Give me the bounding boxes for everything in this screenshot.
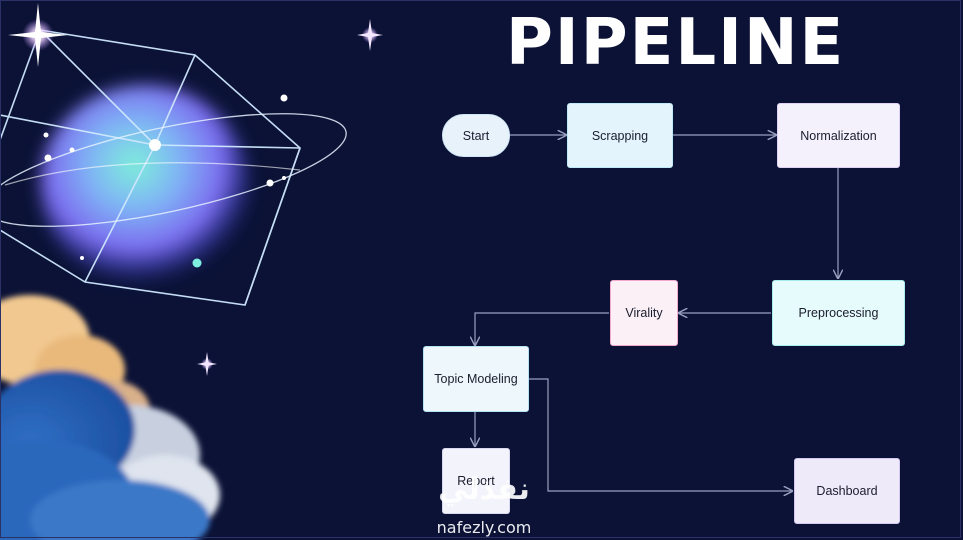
orbit-dots (43, 94, 288, 260)
watermark-url: nafezly.com (436, 518, 532, 537)
edge-topic-dashboard (528, 378, 792, 491)
page-title: PIPELINE (506, 6, 846, 80)
edge-virality-topic (475, 312, 609, 345)
orbit-arc (4, 162, 301, 186)
node-report: Report (442, 448, 510, 514)
node-preprocessing: Preprocessing (772, 280, 905, 346)
node-normalization: Normalization (777, 103, 900, 168)
node-start: Start (442, 114, 510, 157)
sparkle-small (357, 19, 383, 51)
node-dashboard: Dashboard (794, 458, 900, 524)
wireframe-cube (0, 29, 301, 306)
node-scrapping: Scrapping (567, 103, 673, 168)
sparkle-large (8, 3, 68, 67)
watermark-logo: نفذلي (438, 472, 530, 507)
orb (40, 85, 250, 285)
sparkle-tiny (197, 352, 217, 376)
orbit-ring (0, 113, 347, 227)
clouds (0, 295, 220, 540)
node-topic-modeling: Topic Modeling (423, 346, 529, 412)
node-virality: Virality (610, 280, 678, 346)
